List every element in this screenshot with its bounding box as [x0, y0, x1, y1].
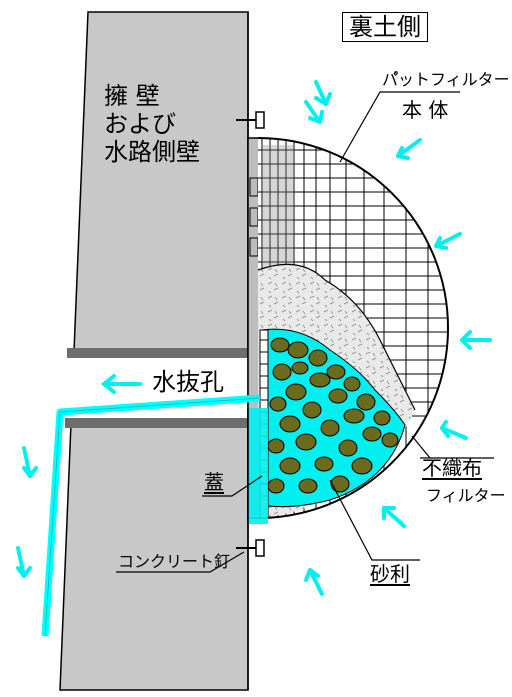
nonwoven-label-1: 不織布	[422, 456, 482, 480]
retaining-wall-label-2: および	[104, 110, 176, 138]
concrete-nail-bottom	[236, 539, 265, 557]
concrete-nail-top	[236, 111, 265, 129]
gravel-stones	[267, 337, 399, 494]
inflow-arrows	[16, 80, 492, 596]
arrow-7	[382, 506, 406, 528]
arrow-9	[22, 446, 38, 478]
arrow-6	[440, 420, 468, 440]
arrow-1	[314, 80, 332, 106]
retaining-wall-label-3: 水路側壁	[104, 138, 200, 166]
concrete-nail-label: コンクリート釘	[118, 552, 231, 571]
filter-dome-outline	[257, 137, 449, 519]
retaining-wall-label-1: 擁 壁	[104, 82, 160, 110]
pot-filter-label-1: パ゚ットフィルター	[382, 70, 510, 89]
arrow-3	[396, 138, 422, 160]
lid-label: 蓋	[204, 470, 224, 494]
wall-band-bottom	[65, 418, 248, 428]
arrow-4	[434, 232, 462, 250]
arrow-5	[460, 330, 492, 350]
weep-hole-arrow	[100, 374, 142, 394]
arrow-10	[16, 546, 32, 578]
pot-filter-label-2: 本 体	[402, 98, 449, 122]
gravel-label: 砂利	[370, 562, 410, 586]
backfill-side-label: 裏土側	[342, 12, 428, 42]
wall-band-top	[67, 348, 248, 358]
arrow-2	[304, 100, 324, 124]
leader-lines	[116, 91, 494, 573]
nonwoven-label-2: フィルター	[426, 486, 506, 505]
arrow-8	[304, 568, 324, 596]
weep-hole-label: 水抜孔	[152, 368, 224, 396]
